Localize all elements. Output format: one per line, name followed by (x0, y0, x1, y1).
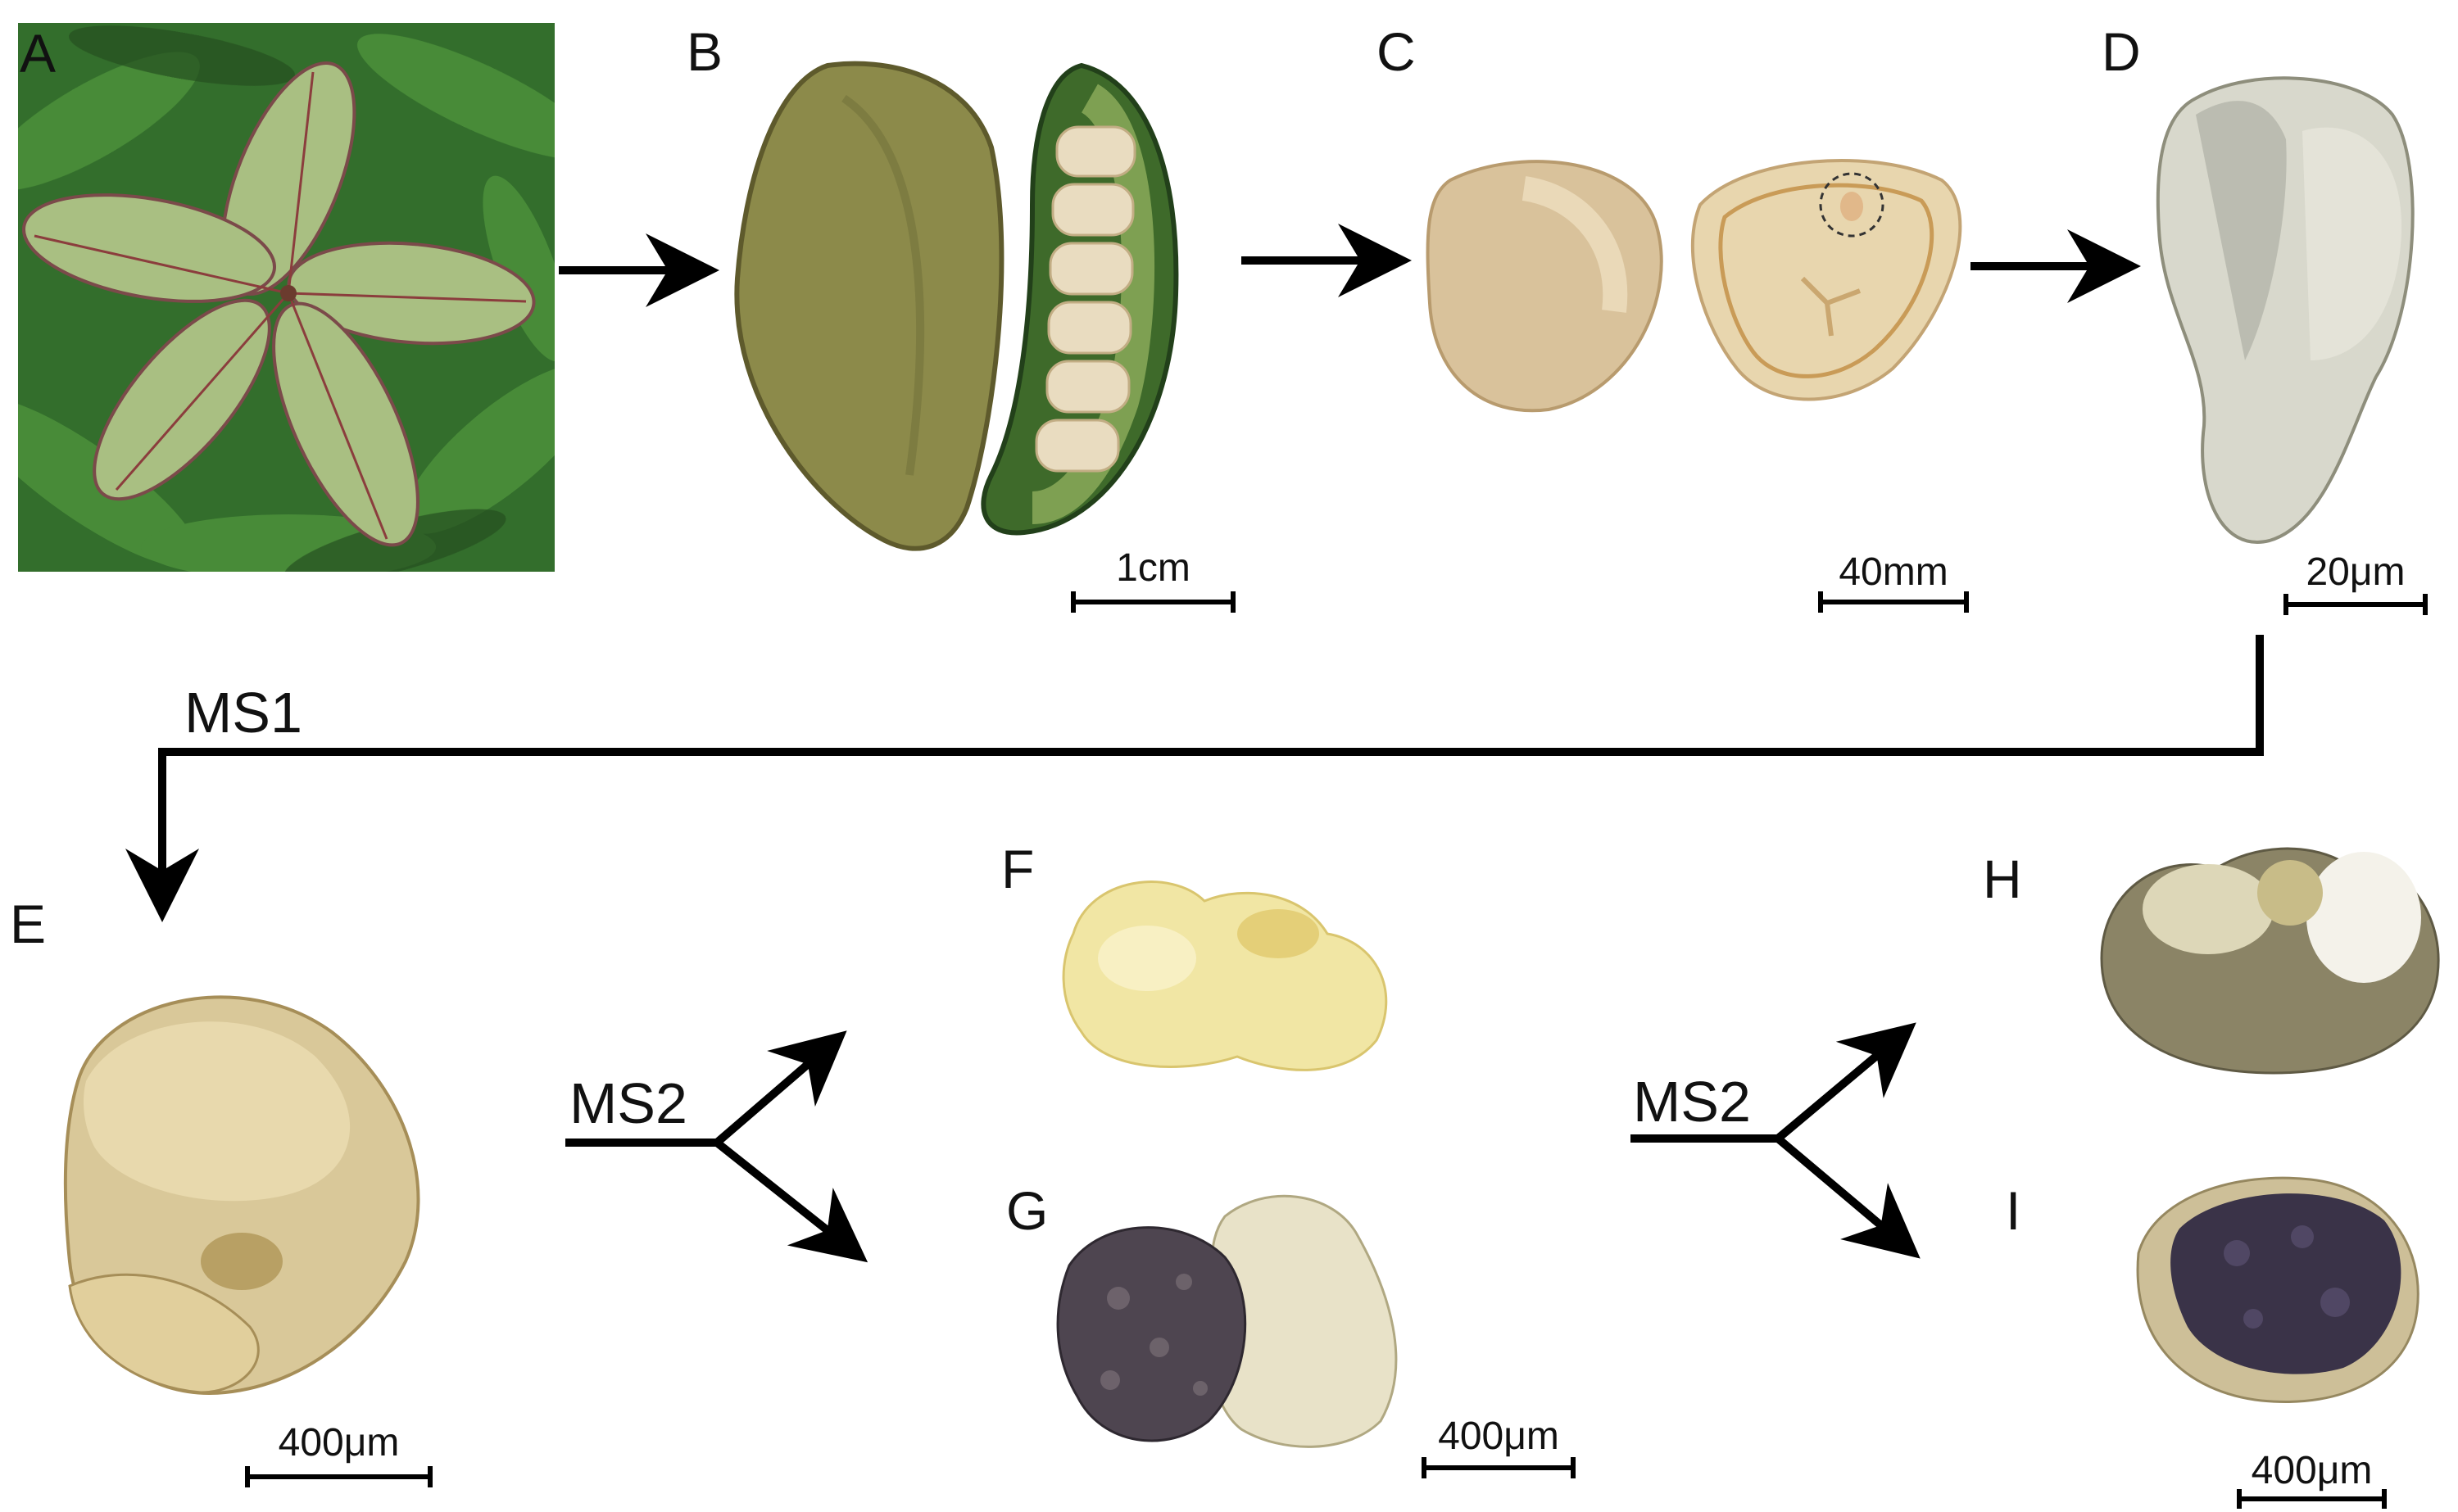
scale-label-d: 20μm (2306, 550, 2406, 594)
panel-c-photo (1417, 147, 1975, 418)
scale-bar-e (245, 1466, 433, 1487)
arrow-g-to-i (1775, 1135, 1921, 1259)
arrow-e-to-f (714, 1030, 847, 1146)
scale-label-g: 400μm (1438, 1415, 1559, 1458)
scale-bar-i (2237, 1489, 2387, 1509)
embryo-illustration (2156, 76, 2415, 544)
callus-e-illustration (63, 995, 420, 1395)
arrow-e-to-g (714, 1139, 868, 1263)
panel-label-h: H (1983, 849, 2022, 909)
panel-d-photo (2147, 66, 2433, 557)
scale-label-c: 40mm (1839, 550, 1948, 594)
scale-label-i: 400μm (2251, 1449, 2373, 1492)
callus-f-illustration (1062, 880, 1388, 1071)
arrow-d-to-e (125, 635, 2264, 922)
seed-illustration (1426, 159, 1962, 413)
callus-i-illustration (2136, 1176, 2419, 1403)
callus-g-illustration (1056, 1194, 1398, 1448)
scale-label-e: 400μm (278, 1421, 400, 1464)
panel-label-c: C (1376, 21, 1416, 82)
panel-i-photo (2122, 1163, 2433, 1409)
panel-label-e: E (10, 894, 47, 954)
scale-bar-g (1422, 1457, 1576, 1478)
panel-f-photo (1057, 860, 1401, 1081)
seed-pod-illustration (734, 61, 1179, 551)
scale-label-b: 1cm (1116, 546, 1190, 590)
panel-label-d: D (2102, 21, 2141, 82)
panel-label-b: B (687, 21, 723, 82)
panel-g-photo (1053, 1184, 1422, 1454)
panel-a-photo (18, 23, 555, 572)
ms2-label-right: MS2 (1633, 1070, 1751, 1134)
panel-e-photo (61, 967, 447, 1409)
scale-bar-d (2283, 594, 2428, 615)
ms1-label: MS1 (184, 681, 302, 745)
scale-bar-c (1818, 591, 1969, 613)
scale-bar-b (1071, 591, 1236, 613)
panel-label-i: I (2006, 1180, 2021, 1241)
arrow-g-to-h (1775, 1022, 1916, 1142)
panel-label-g: G (1006, 1180, 1049, 1241)
peony-fruit-illustration (18, 23, 555, 572)
ms2-label-left: MS2 (569, 1071, 687, 1135)
panel-h-photo (2093, 827, 2446, 1081)
callus-h-illustration (2100, 847, 2440, 1075)
panel-b-photo (721, 49, 1188, 557)
panel-label-a: A (20, 23, 57, 84)
panel-label-f: F (1001, 839, 1035, 899)
